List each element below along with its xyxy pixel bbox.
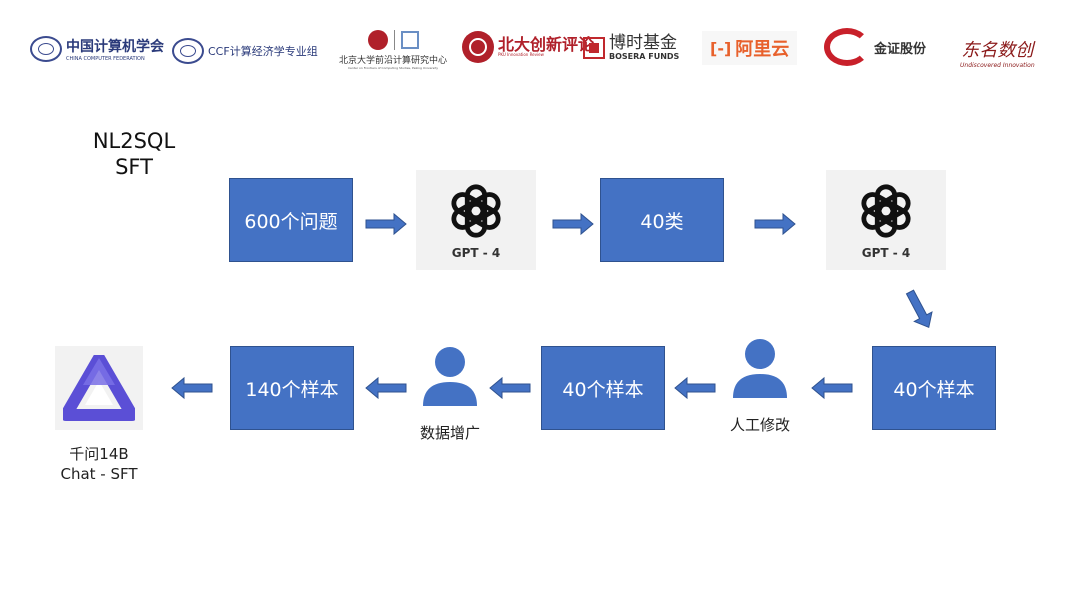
arrow-left: [674, 377, 716, 399]
jinzheng-mark-icon: [824, 28, 870, 66]
ccf-econ-seal-icon: [172, 38, 204, 64]
gpt4-caption-b: GPT - 4: [861, 246, 911, 260]
bosera-mark-icon: [583, 36, 605, 59]
title-line-2: SFT: [115, 155, 153, 179]
arrow-right: [365, 213, 407, 235]
pku-seal-icon: [367, 30, 388, 50]
gpt4-node-a: GPT - 4: [416, 170, 536, 270]
model-label-line-2: Chat - SFT: [60, 465, 138, 483]
openai-logo-icon: [451, 184, 501, 238]
gpt4-caption-a: GPT - 4: [451, 246, 501, 260]
diagram-title: NL2SQL SFT: [86, 128, 182, 180]
arrow-left: [489, 377, 531, 399]
jinzheng-logo: 金证股份: [824, 28, 926, 66]
arrow-right: [552, 213, 594, 235]
pku-review-en: PKU Innovation Review: [498, 52, 544, 57]
arrow-down: [900, 286, 939, 333]
ccf-logo-subtext: CHINA COMPUTER FEDERATION: [66, 56, 145, 62]
ccf-logo-text: 中国计算机学会: [66, 39, 164, 55]
questions-node: 600个问题: [229, 178, 353, 262]
arrow-left: [811, 377, 853, 399]
qwen-logo-icon: [63, 355, 135, 421]
model-label-line-1: 千问14B: [69, 445, 129, 463]
aliyun-text: 阿里云: [735, 39, 790, 60]
dongming-en: Undiscovered Innovation: [960, 62, 1035, 69]
bosera-logo: 博时基金 BOSERA FUNDS: [583, 34, 679, 61]
pku-center-logo: 北京大学前沿计算研究中心 Center on Frontiers of Comp…: [334, 30, 452, 70]
arrow-left: [365, 377, 407, 399]
ccf-econ-text: CCF计算经济学专业组: [208, 45, 318, 58]
samples-generated-node: 40个样本: [872, 346, 996, 430]
dongming-logo: 东名数创 Undiscovered Innovation: [960, 36, 1035, 69]
manual-edit-label: 人工修改: [729, 416, 790, 434]
aliyun-logo: [-] 阿里云: [702, 31, 798, 65]
pku-center-text: 北京大学前沿计算研究中心: [338, 56, 447, 66]
classes-node: 40类: [600, 178, 724, 262]
person-icon: [423, 347, 477, 406]
ccf-econ-logo: CCF计算经济学专业组: [172, 38, 318, 64]
ccf-logo: 中国计算机学会 CHINA COMPUTER FEDERATION: [30, 36, 164, 62]
samples-edited-node: 40个样本: [541, 346, 665, 430]
gpt4-node-b: GPT - 4: [826, 170, 946, 270]
model-label: 千问14B Chat - SFT: [40, 444, 158, 484]
title-line-1: NL2SQL: [92, 129, 176, 153]
samples-final-node: 140个样本: [230, 346, 354, 430]
arrow-right: [754, 213, 796, 235]
dongming-text: 东名数创: [961, 40, 1034, 61]
jinzheng-text: 金证股份: [874, 41, 927, 57]
bosera-en: BOSERA FUNDS: [609, 51, 680, 61]
person-icon: [733, 339, 787, 398]
pku-center-subtext: Center on Frontiers of Computing Studies…: [347, 66, 439, 70]
openai-logo-icon: [861, 184, 911, 238]
ccf-seal-icon: [30, 36, 62, 62]
qwen-logo-tile: [55, 346, 143, 430]
center-mark-icon: [400, 31, 419, 49]
pku-review-seal-icon: [462, 31, 494, 63]
bosera-text: 博时基金: [609, 33, 677, 53]
augment-label: 数据增广: [419, 424, 480, 442]
arrow-left: [171, 377, 213, 399]
aliyun-mark-icon: [-]: [710, 38, 732, 58]
